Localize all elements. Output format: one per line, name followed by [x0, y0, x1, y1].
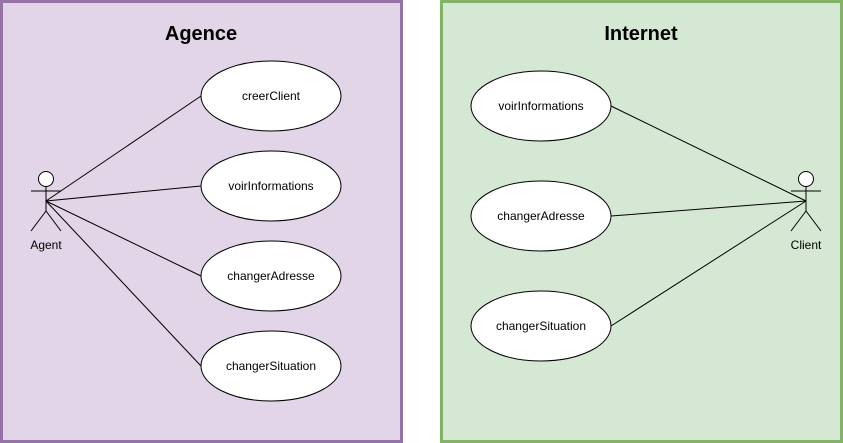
- use-case-ellipse[interactable]: [200, 240, 342, 312]
- use-case-ellipse[interactable]: [470, 290, 612, 362]
- boundary-agence-box[interactable]: [0, 0, 403, 443]
- use-case-ellipse[interactable]: [200, 60, 342, 132]
- use-case-label: voirInformations: [228, 179, 313, 193]
- actor-label: Client: [791, 238, 822, 252]
- association-agent-voirinformations: [45, 185, 202, 202]
- use-case-ellipse[interactable]: [200, 150, 342, 222]
- association-agent-changersituation: [45, 200, 202, 367]
- association-client-changersituation: [610, 200, 807, 327]
- use-case-label: changerAdresse: [497, 209, 585, 223]
- use-case-ellipse[interactable]: [470, 180, 612, 252]
- use-case-ellipse[interactable]: [470, 70, 612, 142]
- use-case-label: creerClient: [242, 89, 301, 103]
- association-client-voirinformations: [610, 105, 807, 202]
- actor-client[interactable]: Client: [790, 171, 822, 253]
- association-agent-creerclient: [45, 95, 202, 202]
- use-case-changersituation-agence[interactable]: changerSituation: [200, 330, 342, 402]
- stick-figure-icon: [30, 171, 62, 232]
- use-case-changeradresse-internet[interactable]: changerAdresse: [470, 180, 612, 252]
- boundary-agence-title: Agence: [165, 23, 237, 45]
- use-case-creerclient[interactable]: creerClient: [200, 60, 342, 132]
- use-case-changeradresse-agence[interactable]: changerAdresse: [200, 240, 342, 312]
- association-client-changeradresse: [610, 200, 807, 217]
- use-case-voirinformations-internet[interactable]: voirInformations: [470, 70, 612, 142]
- use-case-ellipse[interactable]: [200, 330, 342, 402]
- use-case-label: changerSituation: [226, 359, 316, 373]
- stick-figure-icon: [790, 171, 822, 232]
- boundary-internet-title: Internet: [604, 23, 678, 45]
- use-case-label: voirInformations: [498, 99, 583, 113]
- use-case-changersituation-internet[interactable]: changerSituation: [470, 290, 612, 362]
- actor-label: Agent: [30, 238, 62, 252]
- boundary-internet: Internet voirInformations changerAdresse…: [440, 0, 843, 443]
- use-case-label: changerAdresse: [227, 269, 315, 283]
- association-agent-changeradresse: [45, 200, 202, 277]
- boundary-agence: Agence creerClient voirInformations chan…: [0, 0, 403, 443]
- actor-agent[interactable]: Agent: [30, 171, 62, 253]
- use-case-label: changerSituation: [496, 319, 586, 333]
- use-case-voirinformations-agence[interactable]: voirInformations: [200, 150, 342, 222]
